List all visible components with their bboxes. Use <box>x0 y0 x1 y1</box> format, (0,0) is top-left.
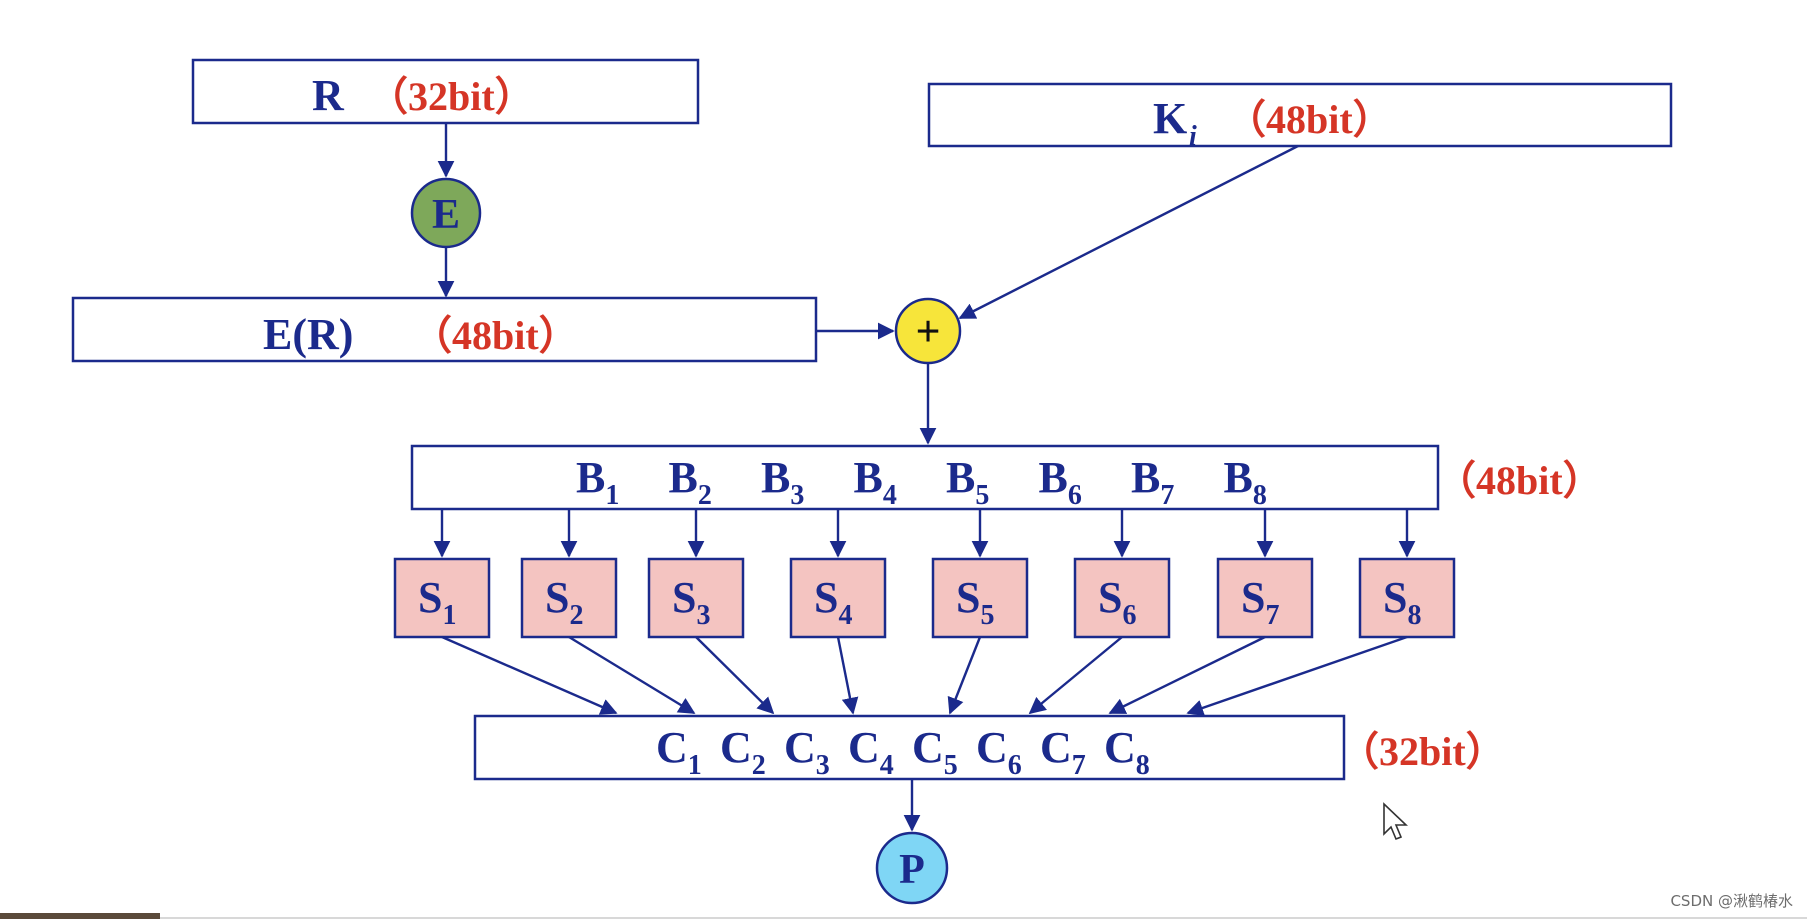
s-box-3: S3 <box>647 557 745 639</box>
er-bits-label: （48bit） <box>412 313 579 358</box>
arrow-k-to-xor <box>958 144 1299 320</box>
b-block-row: B1 B2 B3 B4 B5 B6 B7 B8 （48bit） <box>410 444 1603 511</box>
c-block-7: C7 <box>1040 723 1086 781</box>
arrow-s1-to-c <box>441 635 618 715</box>
s-box-1: S1 <box>393 557 491 639</box>
r-bits-label: （32bit） <box>368 74 535 119</box>
s-box-6: S6 <box>1073 557 1171 639</box>
c-block-2: C2 <box>720 723 766 781</box>
b-block-2: B2 <box>669 453 712 511</box>
arrow-s3-to-c <box>695 636 775 715</box>
c-block-1: C1 <box>656 723 702 781</box>
b-block-1: B1 <box>576 453 619 511</box>
expansion-node: E <box>410 177 482 249</box>
s-box-label-4: S4 <box>814 573 852 631</box>
s-box-label-5: S5 <box>956 573 994 631</box>
arrow-s4-to-c <box>836 636 859 715</box>
c-bits-label: （32bit） <box>1339 729 1506 774</box>
s-box-label-1: S1 <box>418 573 456 631</box>
er-label: E(R) <box>263 310 353 359</box>
c-block-6: C6 <box>976 723 1022 781</box>
c-block-3: C3 <box>784 723 830 781</box>
watermark-text: CSDN @湫鹤椿水 <box>1670 892 1793 910</box>
subkey-bits-label: （48bit） <box>1226 97 1393 142</box>
arrow-s8-to-c <box>1186 635 1408 716</box>
r-input-block: R （32bit） <box>191 58 700 125</box>
s-box-8: S8 <box>1358 557 1456 639</box>
xor-node: + <box>894 297 962 365</box>
subkey-block: K i （48bit） <box>927 82 1673 152</box>
thumbnail-strip <box>0 913 160 919</box>
s-box-row: S1 S2 S3 S4 S5 S6 S7 S8 <box>393 557 1456 639</box>
subkey-label: K <box>1153 94 1187 143</box>
b-block-8: B8 <box>1224 453 1267 511</box>
er-block: E(R) （48bit） <box>71 296 818 363</box>
s-box-7: S7 <box>1216 557 1314 639</box>
r-label: R <box>312 71 345 120</box>
permutation-node: P <box>875 831 949 905</box>
b-block-5: B5 <box>946 453 989 511</box>
subkey-subscript: i <box>1189 121 1197 152</box>
expansion-label: E <box>432 192 460 238</box>
b-block-3: B3 <box>761 453 804 511</box>
s-box-label-2: S2 <box>545 573 583 631</box>
flow-arrows <box>437 123 1299 832</box>
arrow-s6-to-c <box>1028 636 1123 715</box>
b-block-7: B7 <box>1131 453 1174 511</box>
s-box-label-3: S3 <box>672 573 710 631</box>
permutation-label: P <box>899 847 925 893</box>
arrow-s5-to-c <box>947 636 982 715</box>
s-box-4: S4 <box>789 557 887 639</box>
c-block-8: C8 <box>1104 723 1150 781</box>
s-box-arrows <box>433 509 1416 716</box>
c-block-4: C4 <box>848 723 894 781</box>
s-box-2: S2 <box>520 557 618 639</box>
s-box-5: S5 <box>931 557 1029 639</box>
arrow-s2-to-c <box>568 635 696 715</box>
bottom-border <box>0 917 1807 919</box>
arrow-s7-to-c <box>1108 635 1266 715</box>
xor-symbol: + <box>915 307 940 356</box>
b-block-4: B4 <box>854 453 897 511</box>
b-bits-label: （48bit） <box>1436 458 1603 503</box>
s-box-label-7: S7 <box>1241 573 1279 631</box>
c-block-row: C1 C2 C3 C4 C5 C6 C7 C8 （32bit） <box>473 714 1506 781</box>
s-box-label-8: S8 <box>1383 573 1421 631</box>
b-block-6: B6 <box>1039 453 1082 511</box>
s-box-label-6: S6 <box>1098 573 1136 631</box>
mouse-cursor-icon <box>1383 802 1408 841</box>
c-block-5: C5 <box>912 723 958 781</box>
